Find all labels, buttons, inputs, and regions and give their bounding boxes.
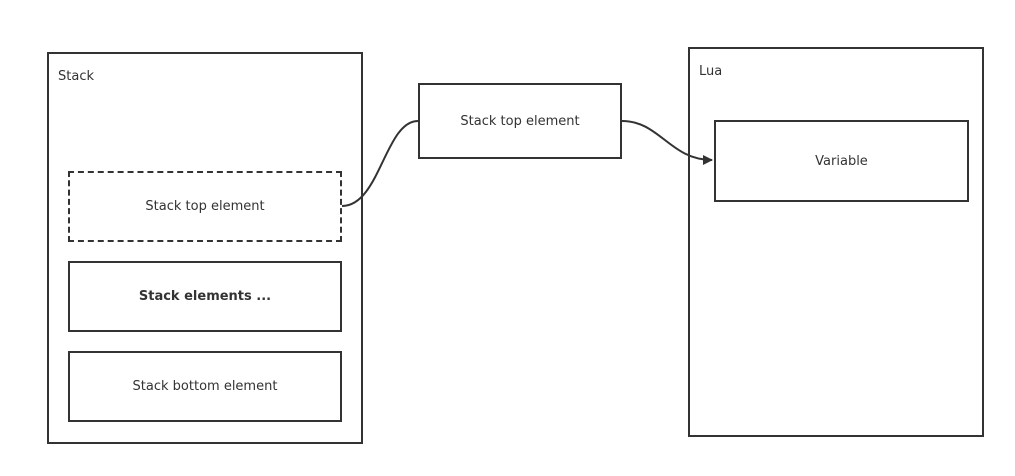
stack-title: Stack <box>58 69 94 84</box>
stack-top-element-label: Stack top element <box>145 199 265 214</box>
lua-container <box>688 47 984 437</box>
variable-node: Variable <box>714 120 969 202</box>
variable-label: Variable <box>815 153 868 169</box>
stack-bottom-element-node: Stack bottom element <box>68 351 342 422</box>
stack-elements-node: Stack elements ... <box>68 261 342 332</box>
connector-transfer-to-variable <box>621 120 713 165</box>
lua-title: Lua <box>699 64 723 79</box>
stack-elements-label: Stack elements ... <box>138 289 272 304</box>
transfer-node: Stack top element <box>418 83 622 159</box>
stack-top-element-node: Stack top element <box>68 171 342 242</box>
stack-bottom-element-label: Stack bottom element <box>132 379 278 394</box>
connector-stack-to-transfer <box>341 120 419 207</box>
transfer-node-label: Stack top element <box>460 113 580 129</box>
